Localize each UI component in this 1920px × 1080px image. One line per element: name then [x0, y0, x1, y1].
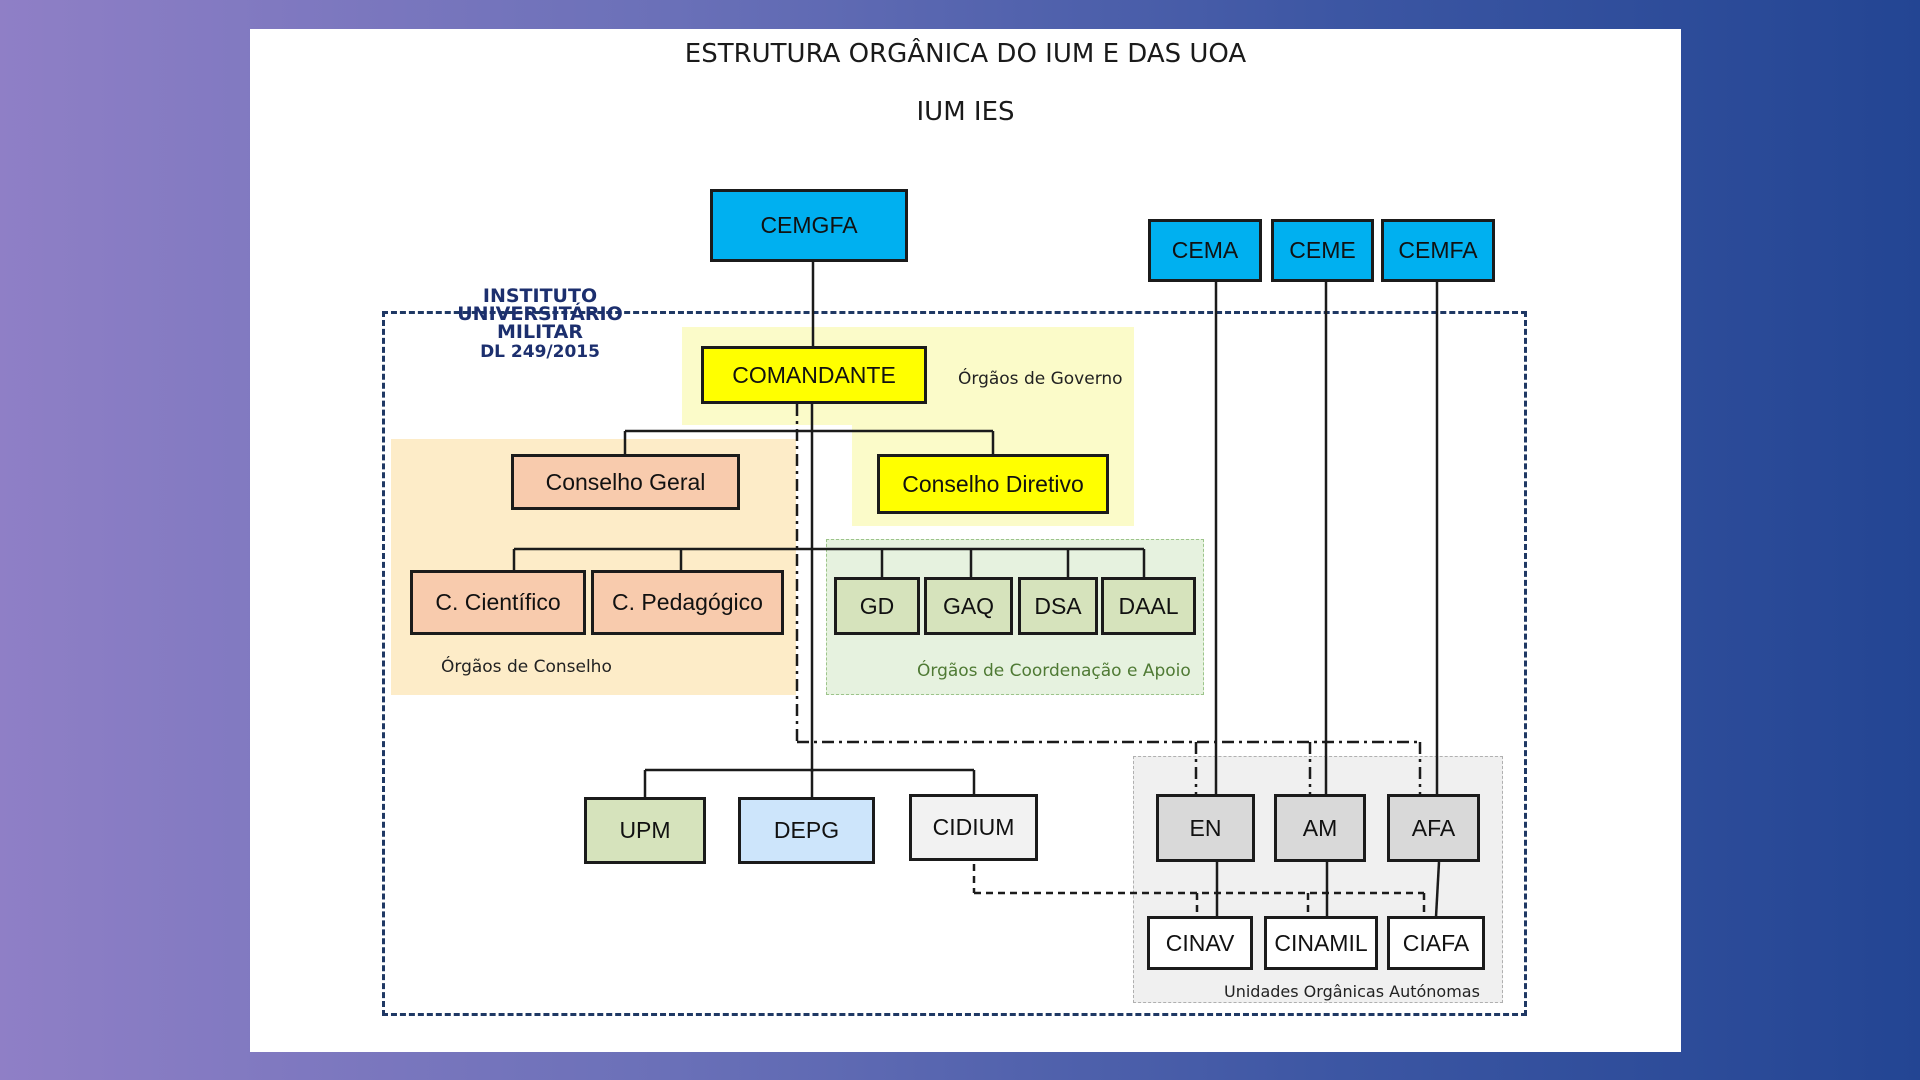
ium-boundary — [382, 311, 1527, 1016]
label-orgaos-coordenacao: Órgãos de Coordenação e Apoio — [917, 661, 1191, 681]
c-cientifico-box: C. Científico — [410, 570, 586, 635]
am-box: AM — [1274, 794, 1366, 862]
ium-logo: INSTITUTO UNIVERSITÁRIO MILITAR DL 249/2… — [455, 285, 625, 362]
cinamil-box: CINAMIL — [1264, 916, 1378, 970]
slide-title: ESTRUTURA ORGÂNICA DO IUM E DAS UOA — [684, 39, 1247, 69]
dsa-box: DSA — [1018, 577, 1098, 635]
ceme-box: CEME — [1271, 219, 1374, 282]
cemfa-box: CEMFA — [1381, 219, 1495, 282]
cinav-box: CINAV — [1147, 916, 1253, 970]
label-uoa: Unidades Orgânicas Autónomas — [1224, 982, 1480, 1001]
cemgfa-box: CEMGFA — [710, 189, 908, 262]
conselho-geral-box: Conselho Geral — [511, 454, 740, 510]
conselho-diretivo-box: Conselho Diretivo — [877, 454, 1109, 514]
slide-subtitle: IUM IES — [916, 97, 1015, 127]
label-orgaos-governo: Órgãos de Governo — [958, 369, 1123, 389]
logo-line-2: UNIVERSITÁRIO — [457, 303, 623, 325]
label-orgaos-conselho: Órgãos de Conselho — [441, 657, 612, 677]
en-box: EN — [1156, 794, 1255, 862]
logo-line-3: MILITAR — [497, 321, 583, 343]
gaq-box: GAQ — [924, 577, 1013, 635]
logo-line-1: INSTITUTO — [482, 285, 598, 307]
upm-box: UPM — [584, 797, 706, 864]
c-pedagogico-box: C. Pedagógico — [591, 570, 784, 635]
cidium-box: CIDIUM — [909, 794, 1038, 861]
ciafa-box: CIAFA — [1387, 916, 1485, 970]
cema-box: CEMA — [1148, 219, 1262, 282]
daal-box: DAAL — [1101, 577, 1196, 635]
gd-box: GD — [834, 577, 920, 635]
depg-box: DEPG — [738, 797, 875, 864]
comandante-box: COMANDANTE — [701, 346, 927, 404]
afa-box: AFA — [1387, 794, 1480, 862]
logo-line-4: DL 249/2015 — [480, 342, 600, 362]
